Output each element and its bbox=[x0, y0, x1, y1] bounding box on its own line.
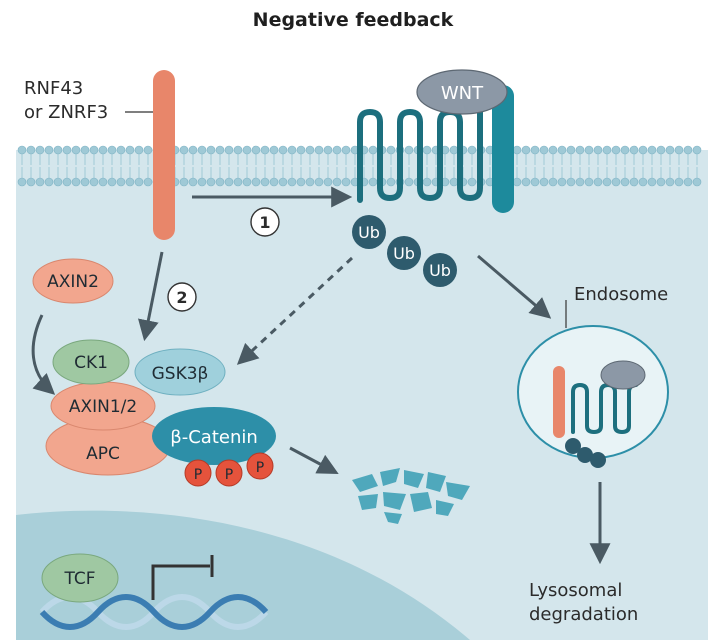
endosome-ub-1 bbox=[565, 438, 581, 454]
tcf-protein bbox=[41, 553, 119, 603]
ck1-label: CK1 bbox=[74, 353, 108, 373]
arrow-axin2-to-complex bbox=[31, 314, 56, 395]
ub-label-1: Ub bbox=[358, 223, 380, 242]
wnt-label: WNT bbox=[441, 83, 484, 104]
znrf3-label: or ZNRF3 bbox=[24, 102, 108, 123]
axin2-label: AXIN2 bbox=[47, 272, 99, 292]
step-1-number: 1 bbox=[259, 213, 270, 232]
endosome bbox=[517, 325, 669, 459]
beta-catenin-protein bbox=[152, 407, 276, 465]
wnt-ligand bbox=[416, 69, 508, 115]
step-2-badge bbox=[167, 282, 197, 312]
arrow-to-degradation bbox=[289, 446, 339, 474]
degraded-beta-catenin-fragments bbox=[352, 468, 470, 524]
repressed-transcription-arrow bbox=[151, 564, 210, 600]
axin12-label: AXIN1/2 bbox=[69, 397, 137, 417]
frizzled-receptor bbox=[357, 97, 508, 203]
endosome-rnf43 bbox=[553, 366, 565, 438]
ubiquitin-3 bbox=[423, 253, 457, 287]
endosome-label: Endosome bbox=[574, 284, 668, 305]
diagram-title: Negative feedback bbox=[253, 9, 454, 31]
rnf43-znrf3-transmembrane bbox=[153, 70, 175, 240]
gsk3b-protein bbox=[134, 348, 226, 396]
tcf-label: TCF bbox=[63, 569, 95, 589]
phospho-3 bbox=[246, 452, 274, 480]
ub-label-3: Ub bbox=[429, 261, 451, 280]
phospho-label-1: P bbox=[194, 467, 202, 483]
ck1-protein bbox=[52, 339, 130, 385]
lrp-coreceptor bbox=[492, 85, 514, 213]
arrow-receptor-to-endosome bbox=[477, 254, 552, 319]
endosome-ub-2 bbox=[577, 447, 593, 463]
lysosomal-label: Lysosomal bbox=[529, 580, 622, 601]
nucleus bbox=[16, 510, 470, 640]
axin2-protein bbox=[32, 258, 114, 304]
phospho-label-3: P bbox=[256, 460, 264, 476]
phospho-1 bbox=[184, 459, 212, 487]
gsk3b-label: GSK3β bbox=[152, 364, 209, 384]
ubiquitin-2 bbox=[387, 236, 421, 270]
phospho-label-2: P bbox=[225, 467, 233, 483]
arrow-rnf43-to-complex bbox=[137, 251, 164, 342]
endosome-receptor bbox=[571, 382, 638, 435]
ub-label-2: Ub bbox=[393, 244, 415, 263]
destruction-complex: CK1 GSK3β AXIN1/2 APC β-Catenin P P P bbox=[45, 339, 276, 487]
beta-catenin-label: β-Catenin bbox=[170, 427, 258, 448]
step-2-number: 2 bbox=[176, 288, 187, 307]
endosome-ub-3 bbox=[590, 452, 606, 468]
ubiquitin-1 bbox=[352, 215, 386, 249]
rnf43-label: RNF43 bbox=[24, 78, 83, 99]
degradation-label: degradation bbox=[529, 604, 638, 625]
apc-label: APC bbox=[86, 444, 120, 464]
ubiquitin-chain: Ub Ub Ub bbox=[352, 215, 457, 287]
phospho-2 bbox=[215, 459, 243, 487]
endosome-wnt bbox=[600, 360, 646, 390]
step-1-badge bbox=[250, 207, 280, 237]
